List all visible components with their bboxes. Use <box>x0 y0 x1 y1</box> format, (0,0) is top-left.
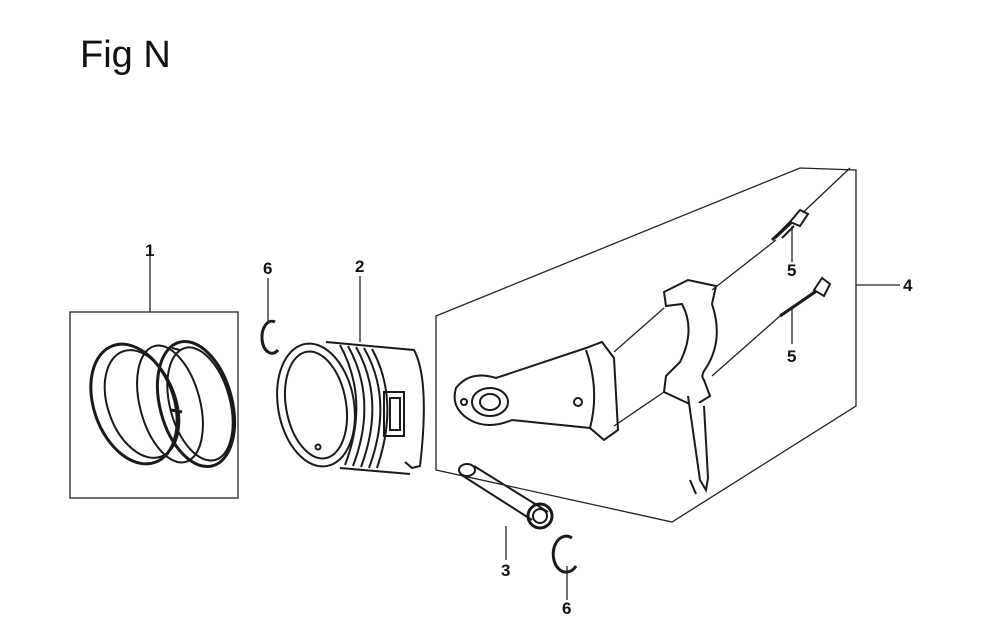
bolt-lower <box>779 276 832 318</box>
callout-piston-rings: 1 <box>145 241 154 260</box>
connecting-rod-assembly <box>435 167 857 523</box>
callout-bolt-lower: 5 <box>787 347 796 366</box>
assembly-frame <box>435 167 857 523</box>
piston <box>276 341 425 475</box>
clip-lower <box>551 534 578 574</box>
callout-piston-pin: 3 <box>501 561 510 580</box>
callout-connecting-rod-assembly: 4 <box>903 276 913 295</box>
piston-pin <box>458 463 554 530</box>
callout-piston: 2 <box>355 257 364 276</box>
callout-clip-lower: 6 <box>562 599 571 618</box>
bolt-upper <box>770 208 810 242</box>
figure-title: Fig N <box>80 34 171 76</box>
clip-upper <box>260 319 280 355</box>
piston-rings <box>69 311 239 499</box>
callout-bolt-upper: 5 <box>787 261 796 280</box>
callout-clip-upper: 6 <box>263 259 272 278</box>
piston-rings-frame <box>69 311 239 499</box>
